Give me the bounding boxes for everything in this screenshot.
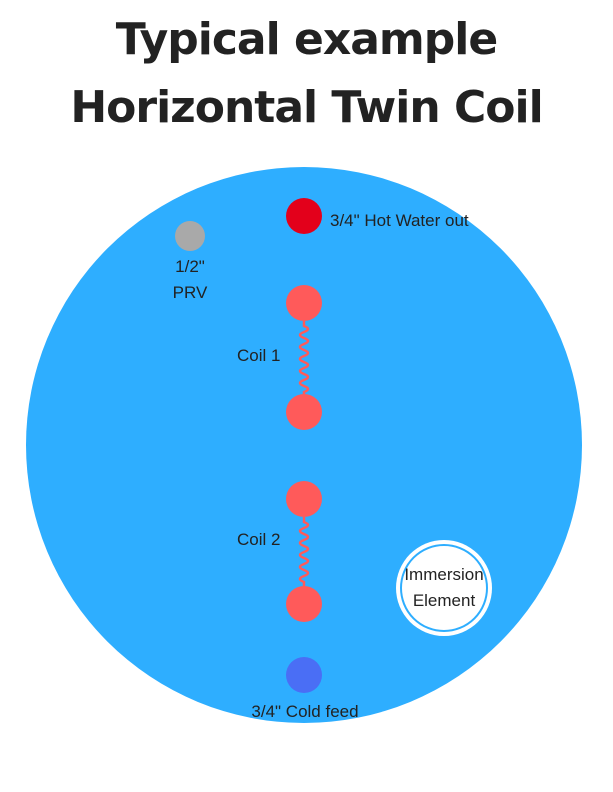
coil-2-top-port	[286, 481, 322, 517]
tank-circle	[26, 167, 582, 723]
title-line-1: Typical example	[115, 14, 498, 65]
cold-feed-label: 3/4" Cold feed	[251, 702, 358, 721]
coil-2-label: Coil 2	[237, 530, 280, 549]
cold-feed-inlet	[286, 657, 322, 693]
title-line-2: Horizontal Twin Coil	[70, 82, 543, 133]
hot-water-out-label: 3/4" Hot Water out	[330, 211, 469, 230]
immersion-element-outer	[396, 540, 492, 636]
coil-2-spring	[298, 517, 310, 587]
coil-2-bottom-port	[286, 586, 322, 622]
prv-name-label: PRV	[173, 283, 208, 302]
immersion-label-line1: Immersion	[404, 565, 483, 584]
coil-1-top-port	[286, 285, 322, 321]
immersion-element-ring	[400, 544, 488, 632]
hot-water-outlet	[286, 198, 322, 234]
coil-1-bottom-port	[286, 394, 322, 430]
coil-1-label: Coil 1	[237, 346, 280, 365]
coil-1-spring	[298, 321, 310, 395]
prv-size-label: 1/2"	[175, 257, 205, 276]
immersion-label-line2: Element	[413, 591, 476, 610]
prv-port	[175, 221, 205, 251]
